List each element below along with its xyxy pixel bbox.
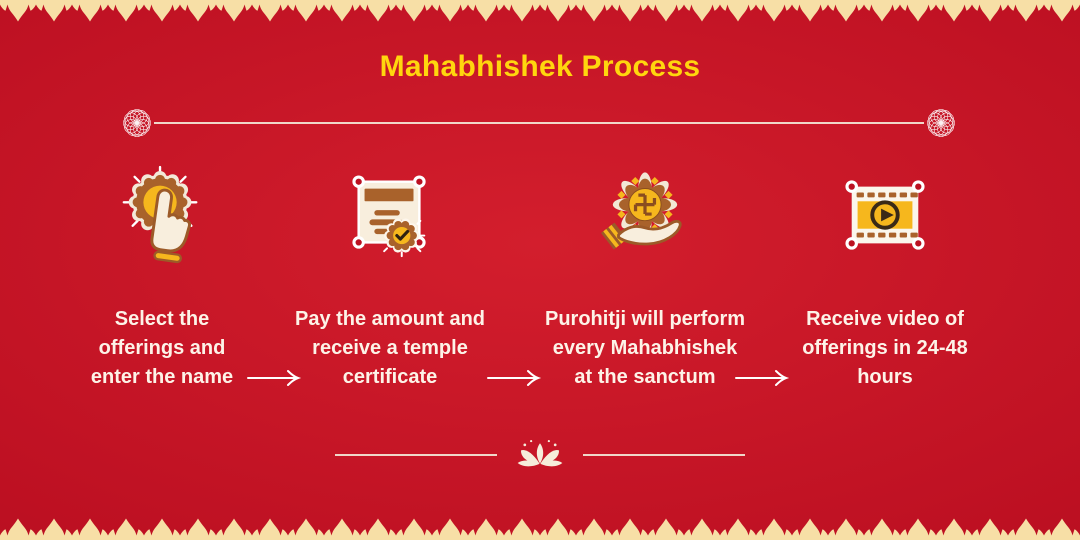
step-label: Receive video of offerings in 24-48 hour… [802,308,968,388]
step-label: Pay the amount and receive a temple cert… [294,308,486,388]
divider-line [154,122,924,124]
process-steps: Select the offerings and enter the name [0,165,1080,445]
step-label: Purohitji will perform every Mahabhishek… [545,308,746,388]
arrow-right-icon [246,367,304,389]
arrow-right-icon [486,367,544,389]
step-icon-box [592,165,698,265]
step-icon-box [838,165,932,265]
page-title: Mahabhishek Process [379,50,701,83]
step-purohit-performs: Purohitji will perform every Mahabhishek… [528,165,762,392]
temple-scallop-border-top [0,0,1080,24]
step-pay-certificate: Pay the amount and receive a temple cert… [268,165,512,392]
mandala-rosette-left-icon [123,109,151,137]
footer-line-left [335,454,497,456]
step-label: Select the offerings and enter the name [90,308,234,388]
arrow-right-icon [734,367,792,389]
step-icon-box [115,165,209,265]
temple-certificate-icon [352,175,426,258]
tap-select-icon [122,165,198,264]
footer-line-right [583,454,745,456]
step-receive-video: Receive video of offerings in 24-48 hour… [780,165,990,392]
mandala-rosette-right-icon [927,109,955,137]
video-film-icon [845,180,925,250]
priest-hand-swastika-icon [601,172,682,250]
temple-scallop-border-bottom [0,516,1080,540]
footer-ornament [0,436,1080,474]
step-icon-box [343,165,437,265]
step-select-offerings: Select the offerings and enter the name [62,165,262,392]
title-divider [120,106,958,140]
lotus-icon [517,439,563,467]
